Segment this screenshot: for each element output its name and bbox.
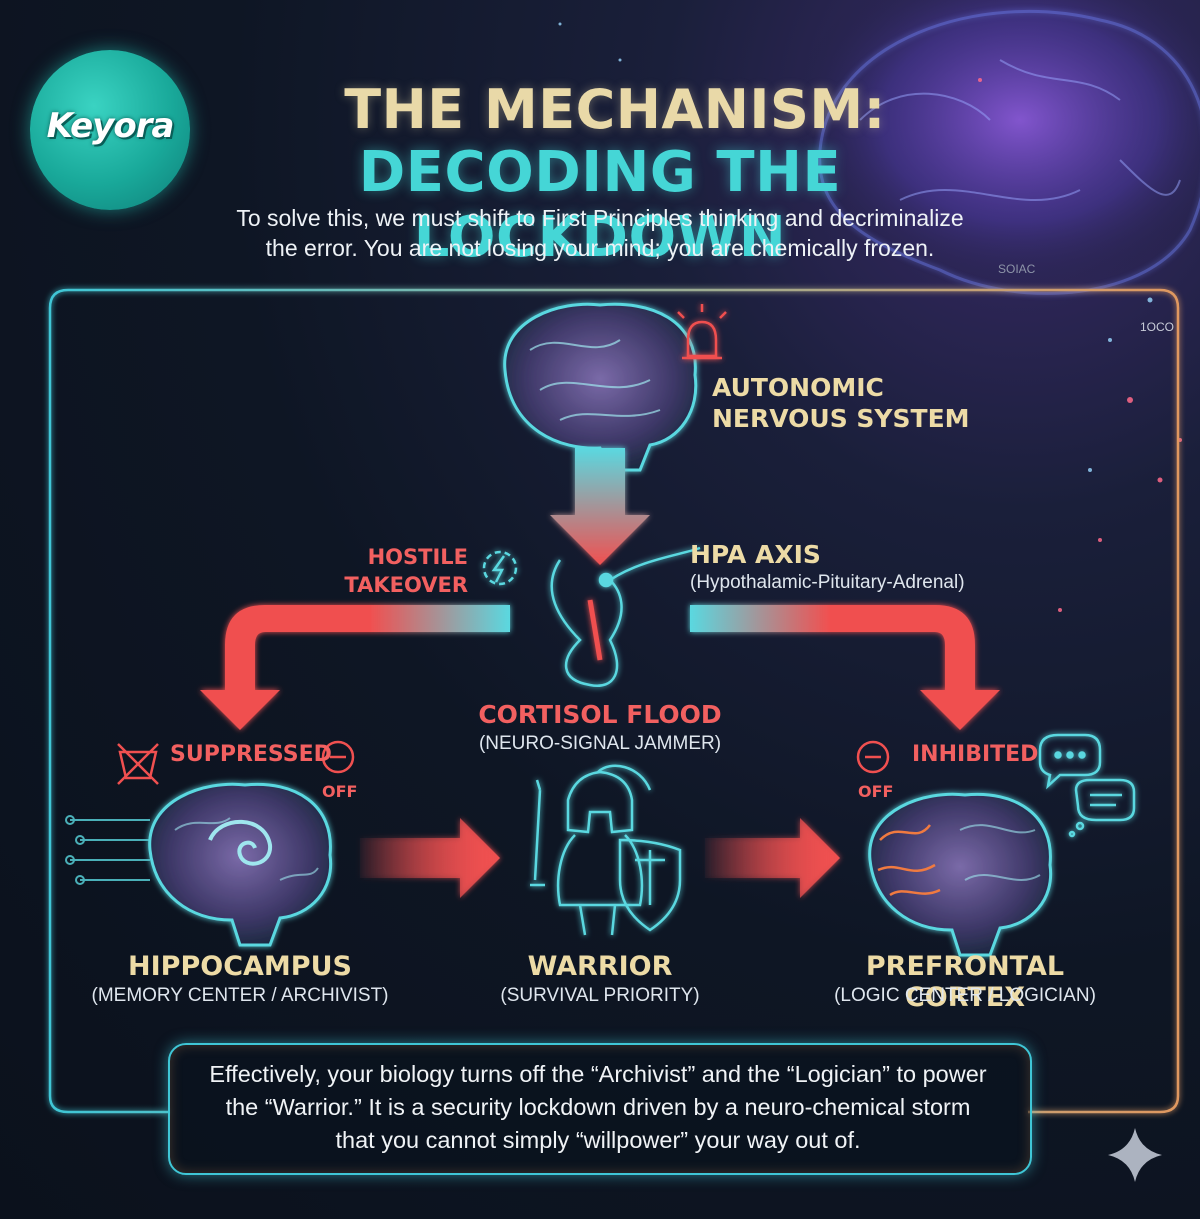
keyora-logo: Keyora (30, 50, 190, 210)
lightning-bolt-icon (482, 550, 518, 586)
decor-tag-a: SOIAC (998, 262, 1036, 276)
summary-line-3: that you cannot simply “willpower” your … (335, 1127, 861, 1153)
ans-brain-icon (503, 302, 698, 472)
decor-tag-b: 1OCO (1140, 320, 1175, 334)
off-minus-icon-right (856, 740, 890, 774)
title-line-2: DECODING THE LOCKDOWN (358, 140, 842, 270)
ans-label-line-1: AUTONOMIC (712, 373, 884, 402)
left-curved-arrow (200, 605, 510, 730)
inhibited-label: INHIBITED (912, 742, 1039, 767)
arrow-to-prefrontal (705, 818, 840, 898)
spartan-warrior-icon (530, 764, 682, 936)
hostile-line-2: TAKEOVER (344, 573, 468, 597)
off-label-right: OFF (858, 782, 894, 801)
diagram-frame (48, 288, 1180, 1114)
arrow-to-warrior (360, 818, 500, 898)
right-curved-arrow (690, 605, 1000, 730)
title-line-1: THE MECHANISM: (344, 78, 886, 141)
intro-line-2: the error. You are not losing your mind;… (265, 235, 935, 261)
sparkle-icon (1108, 1128, 1162, 1182)
warrior-label: WARRIOR (527, 951, 673, 982)
hostile-takeover-label: HOSTILE TAKEOVER (330, 543, 468, 599)
speech-bubbles-icon (1038, 733, 1136, 838)
intro-line-1: To solve this, we must shift to First Pr… (236, 205, 964, 231)
down-arrow (550, 448, 650, 565)
warrior-subtitle: (SURVIVAL PRIORITY) (500, 985, 700, 1006)
hippocampus-label: HIPPOCAMPUS (128, 951, 352, 982)
hostile-line-1: HOSTILE (367, 545, 468, 569)
logo-text: Keyora (46, 106, 175, 146)
intro-text: To solve this, we must shift to First Pr… (200, 203, 1000, 263)
adrenal-gland-icon (550, 546, 701, 688)
hpa-axis-label: HPA AXIS (690, 540, 821, 569)
prefrontal-subtitle: (LOGIC CENTER / LOGICIAN) (834, 985, 1096, 1006)
summary-text: Effectively, your biology turns off the … (178, 1058, 1018, 1157)
summary-line-2: the “Warrior.” It is a security lockdown… (225, 1094, 971, 1120)
circuit-lines-icon (65, 815, 150, 885)
prefrontal-label: PREFRONTAL CORTEX (865, 951, 1065, 1013)
prefrontal-brain-icon (868, 792, 1053, 957)
hpa-axis-subtitle: (Hypothalamic-Pituitary-Adrenal) (690, 572, 965, 593)
summary-box (168, 1043, 1032, 1175)
decorative-brain-network (558, 0, 1200, 612)
off-label-left: OFF (322, 782, 358, 801)
summary-line-1: Effectively, your biology turns off the … (209, 1061, 987, 1087)
alarm-siren-icon (677, 304, 727, 360)
off-minus-icon-left (321, 740, 355, 774)
ans-label-line-2: NERVOUS SYSTEM (712, 404, 970, 433)
hippocampus-brain-icon (148, 782, 333, 947)
suppressed-label: SUPPRESSED (170, 742, 332, 767)
ans-label: AUTONOMIC NERVOUS SYSTEM (712, 372, 972, 434)
cortisol-flood-label: CORTISOL FLOOD (478, 700, 722, 729)
hippocampus-subtitle: (MEMORY CENTER / ARCHIVIST) (91, 985, 389, 1006)
crossed-box-icon (117, 743, 159, 785)
cortisol-flood-subtitle: (NEURO-SIGNAL JAMMER) (478, 733, 722, 754)
